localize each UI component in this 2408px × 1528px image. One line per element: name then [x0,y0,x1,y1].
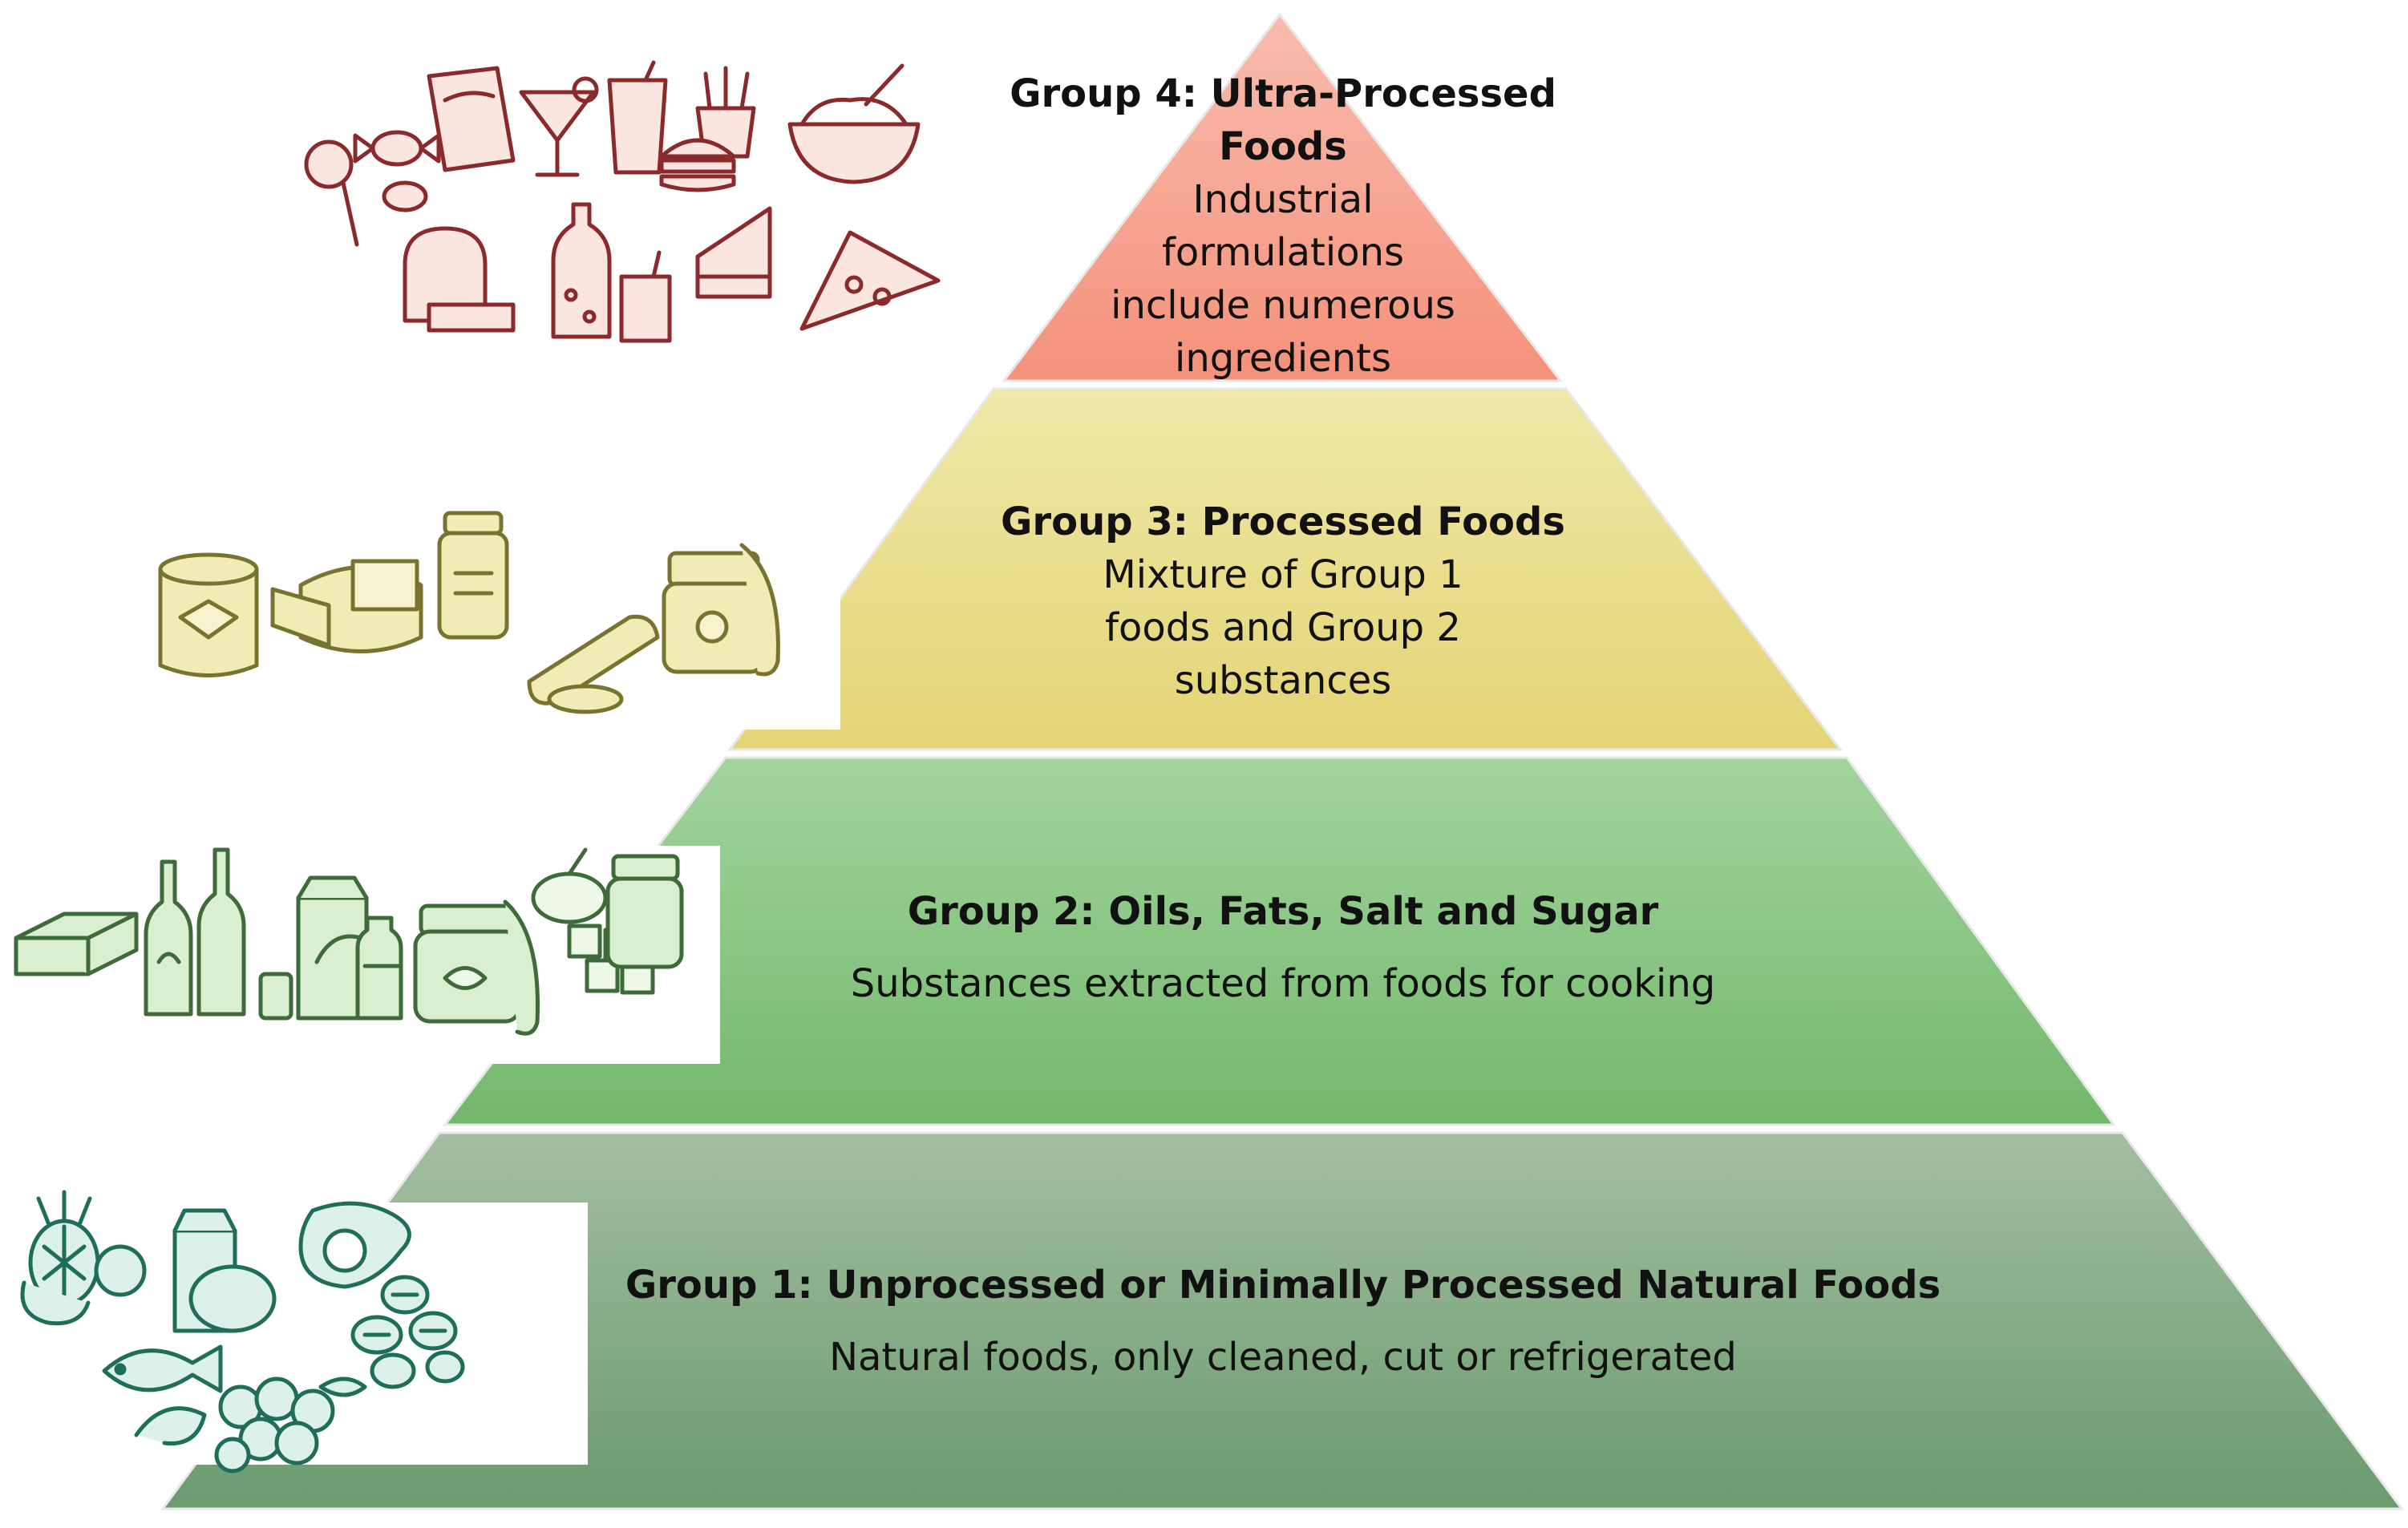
tier-4-band [1001,12,1564,382]
fats-illustrations [14,847,684,1036]
tier-4-title: Group 4: Ultra-Processed Foods [1010,71,1556,169]
chips-bag-icon [427,66,516,172]
butter-icon [14,912,139,976]
cake-slice-icon [695,206,772,299]
cheese-wheel-icon [270,559,423,653]
tier-4-description: Industrial formulations include numerous… [1111,177,1455,381]
egg-icon [298,1201,411,1289]
fish-icon [102,1344,223,1446]
tier-3-title: Group 3: Processed Foods [1001,499,1565,544]
tier-3-description: Mixture of Group 1 foods and Group 2 sub… [1103,552,1463,703]
tier-1-title: Group 1: Unprocessed or Minimally Proces… [625,1263,1941,1308]
cereal-bowl-icon [787,63,921,184]
natural-foods-illustrations [20,1190,465,1473]
bread-loaf-icon [403,226,516,333]
soda-cup-icon [607,60,668,175]
vinegar-bottle-icon [196,847,246,1017]
ultra-processed-illustrations [304,60,941,343]
nuts-icon [350,1275,465,1389]
burger-icon [659,138,736,192]
tier-3-label: Group 3: Processed Foods Mixture of Grou… [962,495,1604,707]
oil-bottle-icon [144,859,193,1017]
berries-icon [214,1376,367,1473]
preserve-jar-icon [437,511,509,640]
lollipop-icon [304,139,359,247]
soda-bottle-icon [551,202,612,339]
juice-box-icon [619,250,672,343]
pizza-slice-icon [799,230,941,331]
tier-2-title: Group 2: Oils, Fats, Salt and Sugar [907,889,1659,934]
small-jar-icon [258,972,293,1021]
honey-jar-icon [413,899,540,1036]
cocktail-icon [519,76,599,177]
tier-1-description: Natural foods, only cleaned, cut or refr… [829,1335,1737,1380]
processed-illustrations [158,511,780,714]
sausage-icon [527,614,660,714]
milk-carton-icon [172,1208,277,1333]
salt-jar-icon [531,847,684,969]
tier-4-label: Group 4: Ultra-Processed Foods Industria… [1006,67,1560,385]
jam-jar-icon [662,543,780,677]
tier-1-label: Group 1: Unprocessed or Minimally Proces… [561,1259,2005,1384]
pineapple-icon [20,1190,147,1326]
tier-2-description: Substances extracted from foods for cook… [850,961,1716,1006]
candy-icon [353,130,441,212]
canned-food-icon [158,552,259,677]
small-bottle-icon [355,916,403,1021]
tier-2-label: Group 2: Oils, Fats, Salt and Sugar Subs… [762,885,1804,1010]
